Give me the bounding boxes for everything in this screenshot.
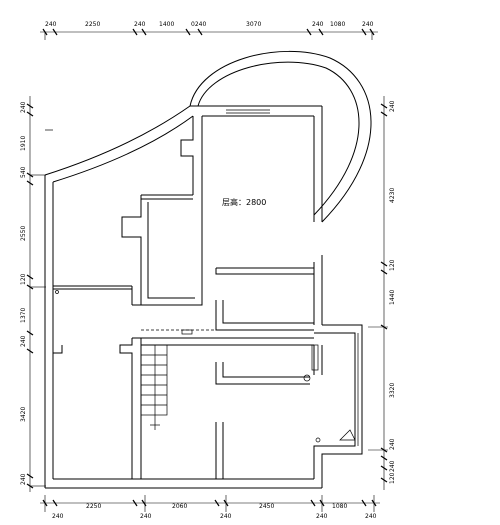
left-dim-8: 3420 <box>20 407 27 422</box>
right-dim-8: 120 <box>389 472 396 484</box>
top-dim-1: 240 <box>45 21 57 28</box>
right-dim-5: 3320 <box>389 383 396 398</box>
bottom-dim-5: 240 <box>220 513 232 520</box>
bottom-dim-3: 240 <box>140 513 152 520</box>
left-dim-4: 2550 <box>20 226 27 241</box>
round-tower <box>189 51 372 223</box>
right-dim-2: 4230 <box>389 188 396 203</box>
left-dim-6: 1370 <box>20 308 27 323</box>
top-dim-9: 240 <box>362 21 374 28</box>
right-dimension-line: 240 4230 120 1440 3320 240 240 120 <box>368 96 396 490</box>
top-dim-2: 2250 <box>85 21 100 28</box>
top-dim-5: 0240 <box>191 21 206 28</box>
left-dim-7: 240 <box>20 335 27 347</box>
bottom-dim-9: 240 <box>365 513 377 520</box>
top-dim-3: 240 <box>134 21 146 28</box>
top-dim-7: 240 <box>312 21 324 28</box>
fixtures <box>45 129 356 443</box>
left-dim-9: 240 <box>20 473 27 485</box>
left-dim-1: 240 <box>20 101 27 113</box>
bottom-dim-2: 2250 <box>86 503 101 510</box>
top-dimension-line: 240 2250 240 1400 0240 3070 240 1080 240 <box>40 21 378 40</box>
bottom-dim-4: 2060 <box>172 503 187 510</box>
right-dim-6: 240 <box>389 438 396 450</box>
left-dim-3: 540 <box>20 166 27 178</box>
walls <box>44 105 363 489</box>
bottom-dim-1: 240 <box>52 513 64 520</box>
left-dim-2: 1910 <box>20 136 27 151</box>
bottom-dim-6: 2450 <box>259 503 274 510</box>
top-dim-4: 1400 <box>159 21 174 28</box>
right-dim-3: 120 <box>389 259 396 271</box>
staircase <box>140 329 193 430</box>
bottom-dim-8: 1080 <box>332 503 347 510</box>
room-height-label: 层高：2800 <box>222 197 266 207</box>
top-dim-6: 3070 <box>246 21 261 28</box>
left-dimension-line: 240 1910 540 2550 120 1370 240 3420 240 <box>20 96 46 492</box>
right-dim-4: 1440 <box>389 290 396 305</box>
right-dim-1: 240 <box>389 100 396 112</box>
bottom-dim-7: 240 <box>316 513 328 520</box>
left-dim-5: 120 <box>20 273 27 285</box>
top-dim-8: 1080 <box>330 21 345 28</box>
right-dim-7: 240 <box>389 460 396 472</box>
bottom-dimension-line: 240 2250 240 2060 240 2450 240 1080 240 <box>40 495 380 520</box>
